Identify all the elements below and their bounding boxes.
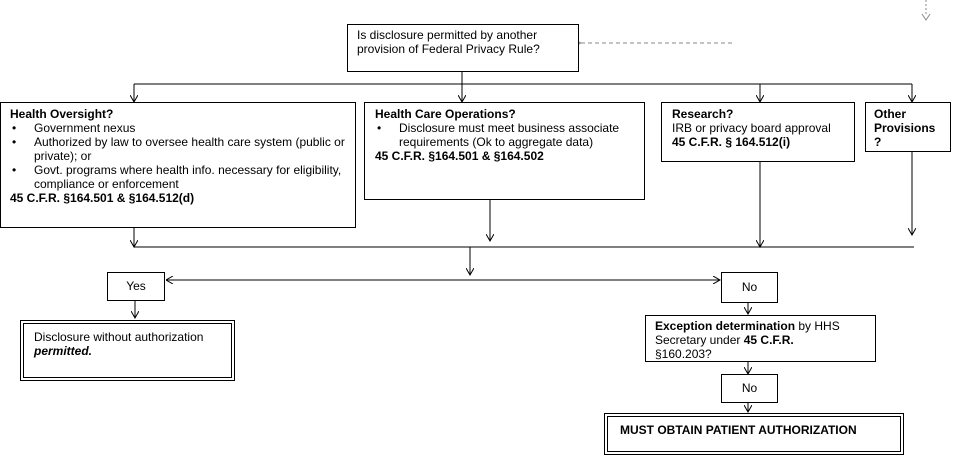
other-provisions-line-1: Other: [874, 107, 907, 121]
exception-bold-2: 45 C.F.R.: [743, 333, 794, 347]
health-care-operations-bullets: Disclosure must meet business associate …: [375, 121, 634, 149]
health-oversight-bullet: Authorized by law to oversee health care…: [10, 135, 346, 163]
exception-text-3: §160.203?: [655, 347, 712, 361]
yes-label: Yes: [126, 279, 146, 293]
no-box-2: No: [721, 374, 778, 403]
permitted-box: Disclosure without authorization permitt…: [20, 320, 235, 381]
no-box-1: No: [721, 272, 778, 303]
health-care-operations-bullet: Disclosure must meet business associate …: [375, 121, 634, 149]
other-provisions-box: Other Provisions ?: [865, 102, 951, 152]
health-oversight-bullet: Government nexus: [10, 121, 346, 135]
health-oversight-bullet: Govt. programs where health info. necess…: [10, 163, 346, 191]
research-citation: 45 C.F.R. § 164.512(i): [672, 135, 791, 149]
health-care-operations-citation: 45 C.F.R. §164.501 & §164.502: [375, 149, 544, 163]
must-obtain-label: MUST OBTAIN PATIENT AUTHORIZATION: [620, 423, 857, 437]
exception-text-1: by HHS: [795, 319, 840, 333]
other-provisions-line-3: ?: [874, 135, 882, 149]
health-oversight-bullets: Government nexus Authorized by law to ov…: [10, 121, 346, 191]
question-line-2: provision of Federal Privacy Rule?: [357, 42, 540, 56]
exception-text-2: Secretary under: [655, 333, 744, 347]
research-text: IRB or privacy board approval: [672, 121, 831, 135]
other-provisions-line-2: Provisions: [874, 121, 936, 135]
health-oversight-box: Health Oversight? Government nexus Autho…: [0, 102, 356, 228]
health-care-operations-box: Health Care Operations? Disclosure must …: [364, 102, 645, 200]
permitted-text: Disclosure without authorization: [34, 330, 204, 344]
exception-line-2: Secretary under 45 C.F.R.: [655, 333, 866, 347]
research-box: Research? IRB or privacy board approval …: [661, 102, 855, 162]
health-oversight-title: Health Oversight?: [10, 107, 114, 121]
no-label-2: No: [741, 381, 758, 395]
must-obtain-authorization-box: MUST OBTAIN PATIENT AUTHORIZATION: [604, 413, 904, 455]
yes-box: Yes: [107, 272, 165, 301]
health-care-operations-title: Health Care Operations?: [375, 107, 516, 121]
question-line-1: Is disclosure permitted by another: [357, 28, 538, 42]
question-box: Is disclosure permitted by another provi…: [347, 24, 579, 72]
no-label-1: No: [741, 280, 758, 294]
permitted-emphasis: permitted.: [34, 344, 93, 358]
research-title: Research?: [672, 107, 734, 121]
exception-determination-box: Exception determination by HHS Secretary…: [645, 315, 876, 362]
health-oversight-citation: 45 C.F.R. §164.501 & §164.512(d): [10, 191, 195, 205]
exception-line-1: Exception determination by HHS: [655, 319, 866, 333]
exception-bold-1: Exception determination: [655, 319, 796, 333]
